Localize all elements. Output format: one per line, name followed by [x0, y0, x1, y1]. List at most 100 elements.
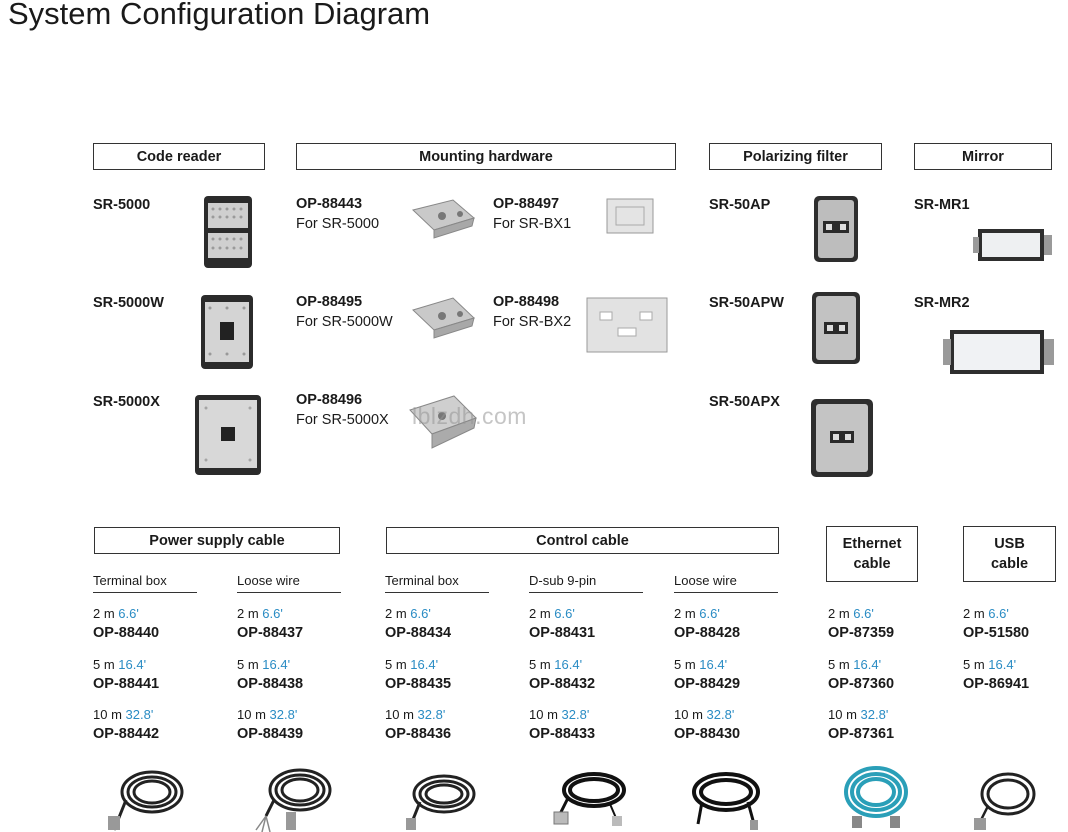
code-reader-sr-5000-image: [204, 196, 252, 268]
filter-sr-50apw-image: [812, 292, 860, 364]
part-number: OP-87361: [828, 726, 895, 742]
length-meters: 5 m: [529, 657, 551, 672]
header-ethernet-cable: Ethernet cable: [826, 526, 918, 582]
part-number: OP-88429: [674, 676, 741, 692]
length-feet: 6.6': [554, 606, 575, 621]
part-number: OP-88430: [674, 726, 741, 742]
col-label-power-terminal: Terminal box: [93, 573, 167, 588]
cable-length-label: 2 m 6.6': [385, 606, 431, 621]
length-meters: 10 m: [93, 707, 122, 722]
header-mounting-hardware: Mounting hardware: [296, 143, 676, 170]
length-meters: 2 m: [828, 606, 850, 621]
col-divider: [529, 592, 643, 593]
code-reader-sr-5000w-image: [201, 295, 253, 369]
cable-length-label: 2 m 6.6': [674, 606, 720, 621]
length-meters: 2 m: [963, 606, 985, 621]
bracket-op-88496-image: [409, 395, 477, 449]
ethernet-cable-image: [844, 766, 908, 828]
code-reader-sr-5000x-image: [195, 395, 261, 475]
model-sr-50apx: SR-50APX: [709, 394, 780, 410]
part-number: OP-51580: [963, 625, 1030, 641]
model-sr-mr2: SR-MR2: [914, 295, 970, 311]
header-polarizing-filter: Polarizing filter: [709, 143, 882, 170]
mount-op-88495-model: OP-88495: [296, 294, 363, 310]
part-number: OP-87359: [828, 625, 895, 641]
mount-op-88443-model: OP-88443: [296, 196, 363, 212]
length-meters: 5 m: [237, 657, 259, 672]
length-meters: 10 m: [237, 707, 266, 722]
bracket-op-88497-image: [606, 198, 654, 234]
cable-length-label: 5 m 16.4': [529, 657, 582, 672]
length-feet: 32.8': [561, 707, 590, 722]
length-feet: 16.4': [853, 657, 882, 672]
cable-length-label: 5 m 16.4': [828, 657, 881, 672]
header-mirror: Mirror: [914, 143, 1052, 170]
cable-length-label: 5 m 16.4': [237, 657, 290, 672]
mount-op-88496-for: For SR-5000X: [296, 412, 389, 428]
length-feet: 6.6': [118, 606, 139, 621]
cable-length-label: 10 m 32.8': [385, 707, 445, 722]
part-number: OP-87360: [828, 676, 895, 692]
mount-op-88498-for: For SR-BX2: [493, 314, 572, 330]
model-sr-50ap: SR-50AP: [709, 197, 771, 213]
header-usb-line1: USB: [994, 536, 1025, 552]
col-divider: [237, 592, 341, 593]
bracket-op-88498-image: [586, 297, 668, 353]
part-number: OP-88428: [674, 625, 741, 641]
cable-length-label: 10 m 32.8': [674, 707, 734, 722]
cable-length-label: 10 m 32.8': [529, 707, 589, 722]
filter-sr-50ap-image: [814, 196, 858, 262]
length-meters: 5 m: [828, 657, 850, 672]
page-title: System Configuration Diagram: [8, 0, 431, 31]
mount-op-88497-model: OP-88497: [493, 196, 560, 212]
length-meters: 2 m: [93, 606, 115, 621]
part-number: OP-88439: [237, 726, 304, 742]
length-meters: 10 m: [674, 707, 703, 722]
cable-length-label: 2 m 6.6': [828, 606, 874, 621]
cable-length-label: 5 m 16.4': [674, 657, 727, 672]
part-number: OP-88437: [237, 625, 304, 641]
header-power-supply-cable: Power supply cable: [94, 527, 340, 554]
part-number: OP-88442: [93, 726, 160, 742]
length-feet: 6.6': [262, 606, 283, 621]
usb-cable-image: [974, 772, 1036, 830]
header-control-cable: Control cable: [386, 527, 779, 554]
length-meters: 2 m: [529, 606, 551, 621]
header-ethernet-line2: cable: [853, 556, 891, 572]
length-feet: 16.4': [988, 657, 1017, 672]
mount-op-88443-for: For SR-5000: [296, 216, 380, 232]
length-feet: 6.6': [699, 606, 720, 621]
model-sr-50apw: SR-50APW: [709, 295, 784, 311]
part-number: OP-88434: [385, 625, 452, 641]
part-number: OP-88435: [385, 676, 452, 692]
length-meters: 5 m: [93, 657, 115, 672]
part-number: OP-88431: [529, 625, 596, 641]
length-feet: 16.4': [118, 657, 147, 672]
cable-length-label: 10 m 32.8': [237, 707, 297, 722]
col-divider: [93, 592, 197, 593]
power-loose-cable-image: [255, 768, 332, 832]
length-feet: 16.4': [410, 657, 439, 672]
length-meters: 5 m: [963, 657, 985, 672]
cable-length-label: 10 m 32.8': [93, 707, 153, 722]
header-usb-line2: cable: [990, 556, 1029, 572]
length-meters: 5 m: [674, 657, 696, 672]
length-feet: 16.4': [699, 657, 728, 672]
col-label-control-dsub: D-sub 9-pin: [529, 573, 597, 588]
watermark: lblzdh.com: [412, 403, 527, 429]
length-feet: 32.8': [125, 707, 154, 722]
col-label-control-loose: Loose wire: [674, 573, 737, 588]
cable-length-label: 2 m 6.6': [93, 606, 139, 621]
length-feet: 6.6': [410, 606, 431, 621]
mirror-sr-mr1-image: [973, 229, 1052, 261]
col-divider: [674, 592, 778, 593]
length-meters: 10 m: [385, 707, 414, 722]
header-usb-cable: USB cable: [963, 526, 1056, 582]
length-meters: 2 m: [237, 606, 259, 621]
header-code-reader: Code reader: [93, 143, 265, 170]
model-sr-5000: SR-5000: [93, 197, 151, 213]
mount-op-88497-for: For SR-BX1: [493, 216, 572, 232]
part-number: OP-88440: [93, 625, 160, 641]
power-terminal-cable-image: [108, 770, 184, 831]
filter-sr-50apx-image: [811, 399, 873, 477]
